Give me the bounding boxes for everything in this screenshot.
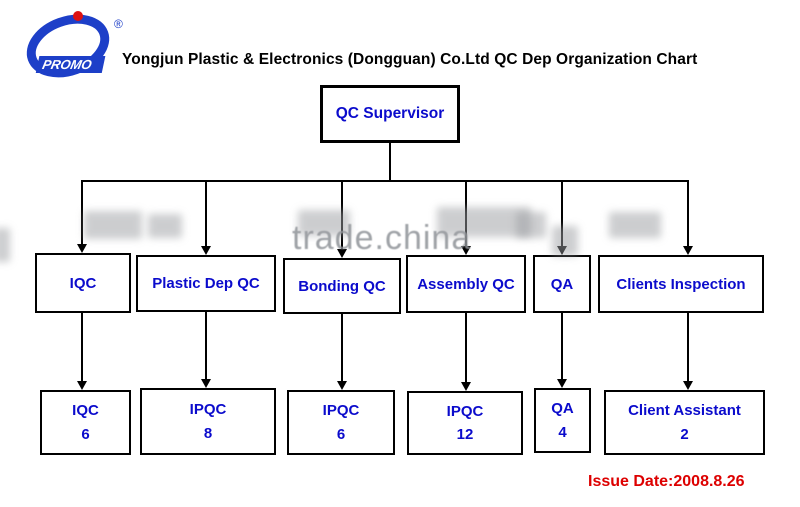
- org-box-ipqc-12-label: IPQC: [446, 402, 484, 420]
- watermark-blur-blob: [552, 226, 578, 256]
- org-box-clients-inspection: Clients Inspection: [598, 255, 764, 313]
- issue-date: Issue Date:2008.8.26: [588, 473, 745, 490]
- watermark-blur-blob: [148, 214, 182, 238]
- org-box-client-assistant-2-label: Client Assistant: [628, 402, 741, 420]
- org-box-client-assistant-2: Client Assistant 2: [604, 390, 765, 455]
- arrow-down-icon: [337, 381, 347, 390]
- connector-l2-l3-2: [205, 312, 207, 379]
- org-box-ipqc-12-count: 12: [456, 426, 474, 443]
- org-box-plastic-dep-qc: Plastic Dep QC: [136, 255, 276, 312]
- arrow-down-icon: [77, 381, 87, 390]
- org-box-qa-4-count: 4: [558, 423, 567, 441]
- org-box-iqc-label: IQC: [69, 274, 97, 292]
- org-box-ipqc-6-count: 6: [336, 425, 346, 443]
- org-box-qc-supervisor-label: QC Supervisor: [335, 105, 445, 122]
- org-box-plastic-dep-qc-label: Plastic Dep QC: [152, 275, 260, 292]
- connector-drop-6: [687, 180, 689, 246]
- org-box-bonding-qc: Bonding QC: [283, 258, 401, 314]
- org-box-ipqc-8-count: 8: [203, 424, 213, 442]
- arrow-down-icon: [201, 246, 211, 255]
- org-box-qa-4: QA 4: [534, 388, 591, 453]
- logo-wordmark: PROMO: [41, 57, 93, 72]
- arrow-down-icon: [337, 249, 347, 258]
- connector-root: [389, 143, 391, 180]
- watermark-blur-blob: [516, 212, 546, 238]
- promo-logo-graphic: PROMO ®: [26, 11, 123, 78]
- arrow-down-icon: [461, 246, 471, 255]
- logo-red-dot-icon: [73, 11, 83, 21]
- logo-band: [35, 56, 106, 73]
- org-box-clients-inspection-label: Clients Inspection: [616, 275, 746, 293]
- promo-logo: PROMO ®: [14, 6, 128, 86]
- org-box-qa-4-label: QA: [551, 400, 574, 418]
- arrow-down-icon: [683, 246, 693, 255]
- connector-drop-1: [81, 180, 83, 244]
- registered-mark-icon: ®: [114, 17, 123, 31]
- arrow-down-icon: [683, 381, 693, 390]
- arrow-down-icon: [461, 382, 471, 391]
- watermark-blur-blob: [609, 212, 661, 238]
- connector-l2-l3-6: [687, 313, 689, 381]
- org-box-ipqc-6-label: IPQC: [322, 402, 360, 420]
- connector-l2-l3-3: [341, 314, 343, 381]
- connector-l2-l3-5: [561, 313, 563, 379]
- org-box-iqc-6-count: 6: [81, 425, 90, 443]
- org-box-qa: QA: [533, 255, 591, 313]
- org-box-assembly-qc-label: Assembly QC: [417, 275, 515, 293]
- arrow-down-icon: [77, 244, 87, 253]
- org-box-iqc-6-label: IQC: [72, 402, 99, 420]
- org-box-iqc: IQC: [35, 253, 131, 313]
- org-box-bonding-qc-label: Bonding QC: [298, 277, 386, 295]
- connector-drop-5: [561, 180, 563, 246]
- watermark-blur-blob: [298, 210, 350, 236]
- connector-l2-l3-1: [81, 313, 83, 381]
- watermark-blur-blob: [0, 228, 10, 262]
- org-box-iqc-6: IQC 6: [40, 390, 131, 455]
- org-box-ipqc-8-label: IPQC: [189, 401, 227, 419]
- org-box-qc-supervisor: QC Supervisor: [320, 85, 460, 143]
- arrow-down-icon: [201, 379, 211, 388]
- org-box-ipqc-8: IPQC 8: [140, 388, 276, 455]
- watermark-blur-blob: [437, 207, 531, 237]
- connector-drop-2: [205, 180, 207, 246]
- watermark-blur-blob: [84, 211, 142, 239]
- page-title: Yongjun Plastic & Electronics (Dongguan)…: [122, 51, 698, 68]
- org-box-assembly-qc: Assembly QC: [406, 255, 526, 313]
- org-box-client-assistant-2-count: 2: [680, 425, 689, 443]
- connector-rail: [81, 180, 689, 182]
- org-box-ipqc-6: IPQC 6: [287, 390, 395, 455]
- org-box-ipqc-12: IPQC 12: [407, 391, 523, 455]
- arrow-down-icon: [557, 379, 567, 388]
- org-box-qa-label: QA: [550, 275, 574, 293]
- connector-l2-l3-4: [465, 313, 467, 382]
